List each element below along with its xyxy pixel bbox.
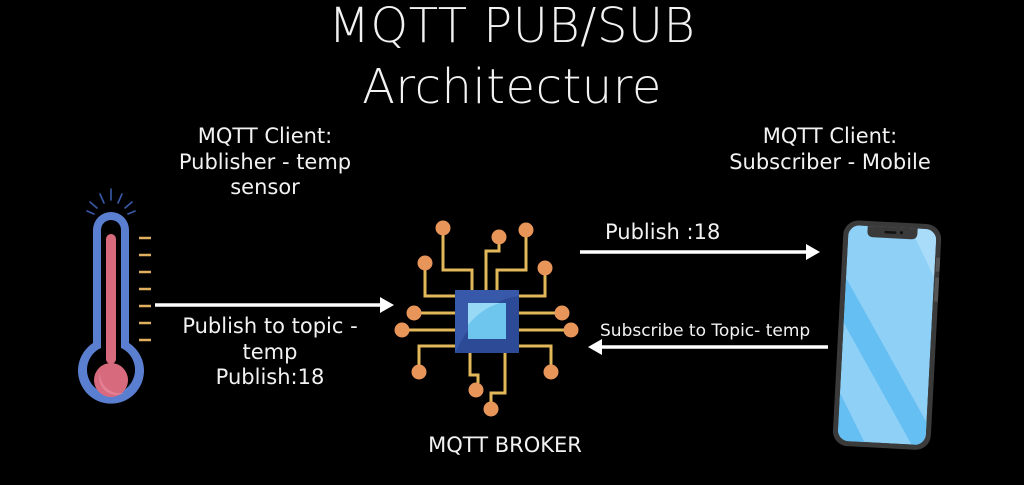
publisher-label-line-3: sensor xyxy=(230,175,300,200)
diagram-title: MQTT PUB/SUB Architecture xyxy=(0,0,1024,119)
subscribe-topic-label: Subscribe to Topic- temp xyxy=(600,321,811,341)
subscriber-label-line-1: MQTT Client: xyxy=(762,124,898,148)
title-line-2: Architecture xyxy=(362,59,662,116)
sensor-radiating-lines xyxy=(86,188,136,215)
publish-to-topic-label: Publish to topic - temp Publish:18 xyxy=(150,314,390,391)
publish-flow-line-3: Publish:18 xyxy=(215,365,325,390)
thermometer-icon xyxy=(78,188,151,404)
phone-screen xyxy=(837,224,937,446)
thermometer-tick-marks xyxy=(139,236,151,342)
subscribe-arrow xyxy=(588,339,828,355)
smartphone-icon xyxy=(832,220,942,450)
publish-arrow xyxy=(155,297,394,313)
thermometer-mercury xyxy=(106,234,116,364)
publish-flow-line-1: Publish to topic - xyxy=(182,314,358,338)
subscriber-label-line-2: Subscriber - Mobile xyxy=(729,149,931,174)
circuit-chip-icon xyxy=(394,220,579,417)
publisher-label-line-1: MQTT Client: xyxy=(197,124,333,148)
subscriber-label: MQTT Client: Subscriber - Mobile xyxy=(700,124,960,175)
publisher-label-line-2: Publisher - temp xyxy=(178,149,352,174)
publisher-label: MQTT Client: Publisher - temp sensor xyxy=(150,124,380,201)
publish-value-label: Publish :18 xyxy=(605,220,721,244)
chip-nodes xyxy=(394,220,579,417)
thermometer-bulb xyxy=(94,363,128,397)
publish-to-subscriber-arrow xyxy=(580,244,820,260)
publish-flow-line-2: temp xyxy=(242,339,298,364)
broker-label: MQTT BROKER xyxy=(428,433,582,457)
title-line-1: MQTT PUB/SUB xyxy=(328,0,696,54)
